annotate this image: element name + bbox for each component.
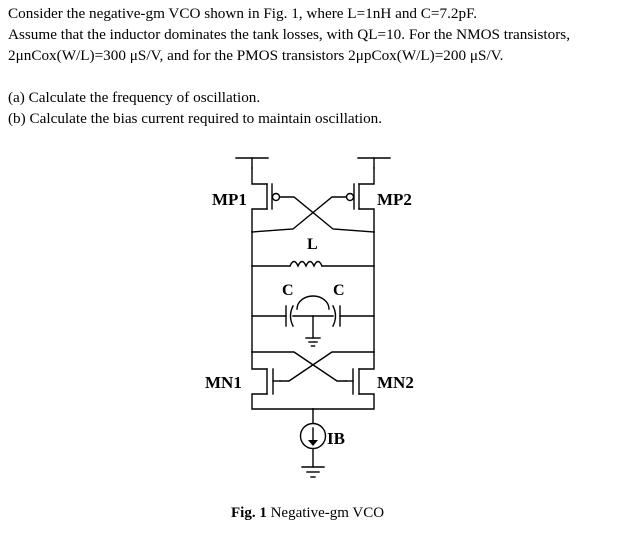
varactor-arc (296, 295, 330, 310)
pmos-mp1 (251, 167, 281, 233)
label-mp1: MP1 (212, 190, 247, 209)
intro-line-1: Consider the negative-gm VCO shown in Fi… (8, 5, 478, 22)
label-inductor: L (307, 236, 318, 253)
intro-line-3: 2μnCox(W/L)=300 μS/V, and for the PMOS t… (8, 47, 504, 64)
label-mn1: MN1 (205, 373, 242, 392)
current-source-ib (299, 408, 327, 478)
figure-caption-text: Negative-gm VCO (266, 505, 385, 521)
label-cap-left: C (282, 282, 294, 299)
capacitor-network (251, 295, 375, 347)
label-mn2: MN2 (377, 373, 414, 392)
question-a: (a) Calculate the frequency of oscillati… (8, 89, 261, 106)
label-ib: IB (327, 429, 345, 448)
question-b: (b) Calculate the bias current required … (8, 110, 383, 127)
cap-left-plate-2 (289, 305, 294, 327)
figure-number: Fig. 1 (231, 505, 267, 521)
intro-line-2: Assume that the inductor dominates the t… (8, 26, 571, 43)
nmos-mn2 (312, 351, 375, 410)
vdd-symbol-right (357, 157, 391, 169)
figure-caption: Fig. 1 Negative-gm VCO (231, 505, 384, 522)
label-cap-right: C (333, 282, 345, 299)
nmos-cross-coupling (251, 351, 375, 382)
pmos-cross-coupling (251, 196, 375, 233)
vdd-symbol-left (235, 157, 269, 169)
problem-statement: Consider the negative-gm VCO shown in Fi… (8, 3, 628, 129)
inductor-l (251, 260, 375, 268)
cap-right-plate-1 (332, 305, 337, 327)
nmos-mn1 (251, 351, 314, 410)
pmos-mp2 (345, 167, 375, 233)
label-mp2: MP2 (377, 190, 412, 209)
arrow-down-icon (308, 440, 318, 446)
